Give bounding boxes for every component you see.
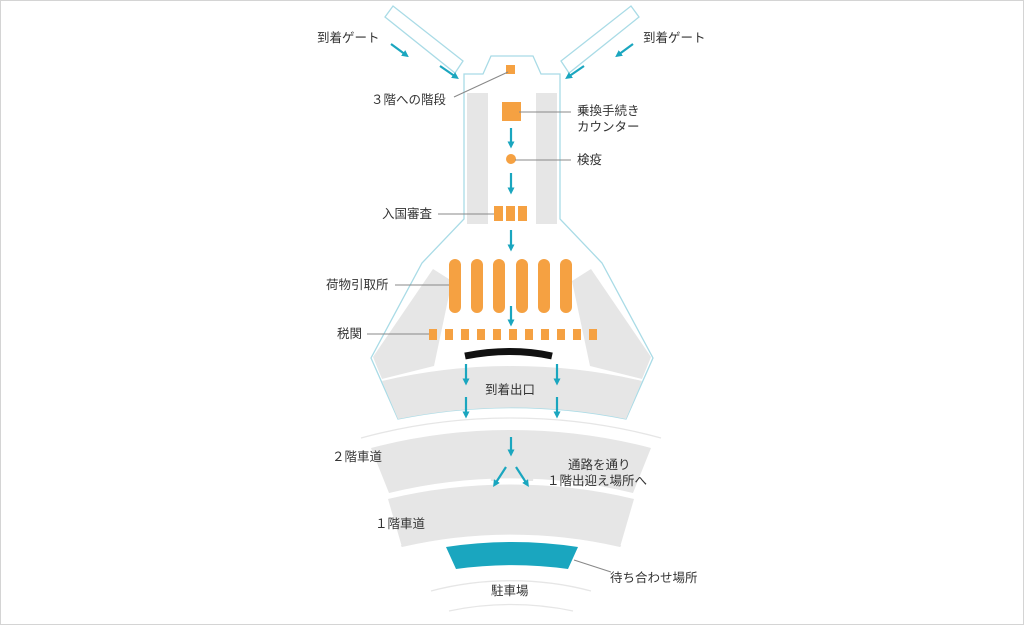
arrow-passage-right <box>515 466 529 487</box>
label-parking: 駐車場 <box>491 583 529 598</box>
right-pier <box>560 5 640 74</box>
label-road-2f: ２階車道 <box>332 449 383 464</box>
passage-wall <box>485 441 539 481</box>
facilities <box>429 65 597 360</box>
transfer-counter-marker <box>502 102 521 121</box>
label-quarantine: 検疫 <box>577 152 602 167</box>
customs-booths <box>429 329 597 340</box>
label-immigration: 入国審査 <box>382 206 433 221</box>
baggage-carousels <box>449 259 572 313</box>
arrival-exit-bar <box>464 348 553 360</box>
road-outline-inner <box>400 532 622 547</box>
label-transfer-counter-1: 乗換手続き <box>577 103 640 118</box>
label-transfer-counter-2: カウンター <box>577 119 640 134</box>
waiting-area-shape <box>446 542 578 569</box>
label-road-1f: １階車道 <box>375 516 426 531</box>
arrow-gate-left-1 <box>390 43 409 58</box>
label-passage-2: １階出迎え場所へ <box>547 473 647 488</box>
road-1f <box>388 484 634 547</box>
arrow-gate-right-2 <box>565 65 585 79</box>
corridor-wall-right <box>536 93 557 224</box>
arrow-gate-left-2 <box>439 65 459 79</box>
leader-meeting-place <box>573 559 612 573</box>
corridor-wall-left <box>467 93 488 224</box>
arrow-passage-left <box>493 466 507 487</box>
flow-arrows <box>390 43 634 487</box>
leader-stairs <box>453 71 509 98</box>
labels: 到着ゲート 到着ゲート ３階への階段 乗換手続き カウンター 検疫 入国審査 荷… <box>317 30 706 598</box>
label-baggage-claim: 荷物引取所 <box>326 277 389 292</box>
label-stairs-3f: ３階への階段 <box>371 92 446 107</box>
exit-hall-band <box>382 366 642 419</box>
label-arrival-gate-right: 到着ゲート <box>643 30 706 45</box>
label-meeting-place: 待ち合わせ場所 <box>610 570 698 585</box>
parking-arc-2 <box>448 603 574 612</box>
parking-arc-1 <box>430 580 592 592</box>
leader-lines <box>367 71 612 573</box>
hall-wall-right <box>572 269 651 379</box>
stairs-3f-marker <box>506 65 515 74</box>
quarantine-marker <box>506 154 516 164</box>
label-customs: 税関 <box>337 326 362 341</box>
label-passage-1: 通路を通り <box>568 457 631 472</box>
hall-wall-left <box>373 269 452 379</box>
immigration-booths <box>494 206 527 221</box>
left-pier <box>384 5 464 74</box>
road-outline-outer <box>360 417 662 439</box>
arrow-gate-right-1 <box>615 43 634 58</box>
label-arrival-exit: 到着出口 <box>485 382 535 397</box>
label-arrival-gate-left: 到着ゲート <box>317 30 380 45</box>
